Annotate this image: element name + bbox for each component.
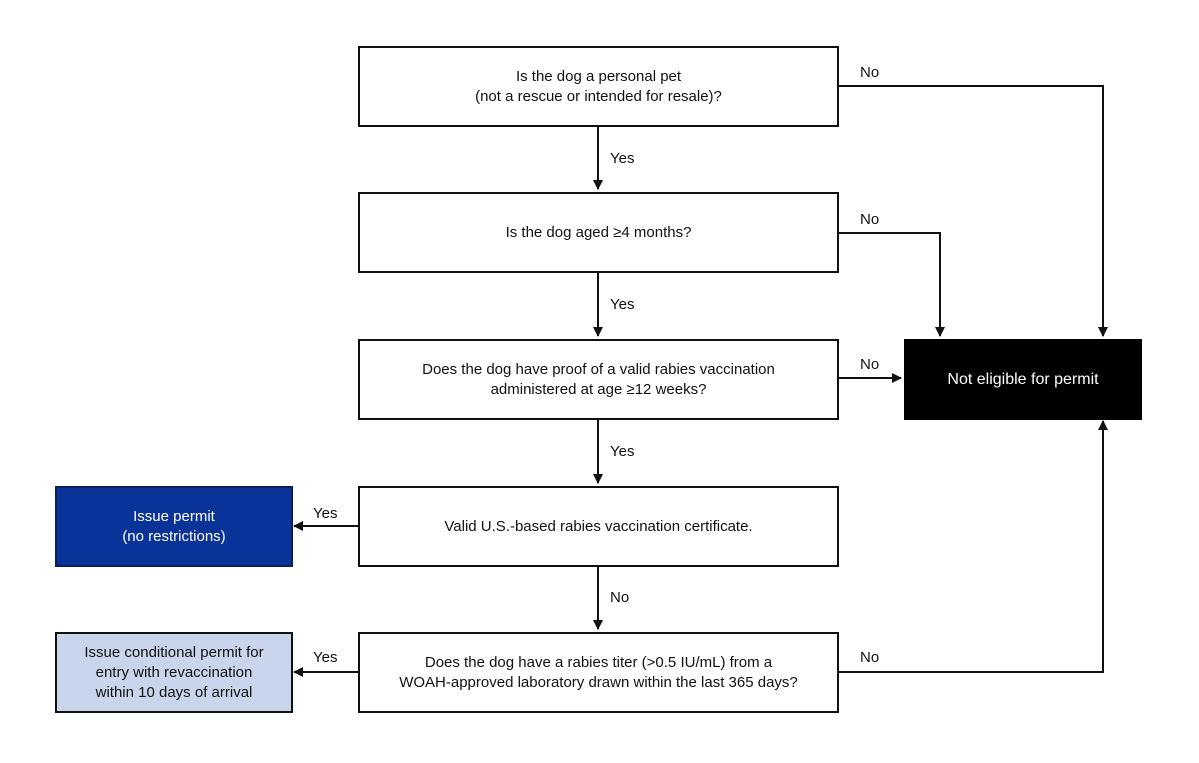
- outcome-not-eligible: Not eligible for permit: [904, 339, 1142, 420]
- edge-label-age-yes: Yes: [610, 296, 635, 313]
- edge-label-us-yes: Yes: [313, 505, 338, 522]
- arrow-pet-no: [838, 85, 1108, 337]
- question-rabies-vaccination-line-2: administered at age ≥12 weeks?: [490, 380, 707, 398]
- question-rabies-titer-line-2: WOAH-approved laboratory drawn within th…: [399, 673, 798, 691]
- question-rabies-titer: Does the dog have a rabies titer (>0.5 I…: [358, 632, 839, 713]
- arrow-age-no: [838, 232, 945, 337]
- question-us-certificate-line-1: Valid U.S.-based rabies vaccination cert…: [444, 517, 753, 535]
- question-dog-age: Is the dog aged ≥4 months?: [358, 192, 839, 273]
- question-dog-age-line-1: Is the dog aged ≥4 months?: [505, 223, 692, 241]
- question-us-certificate: Valid U.S.-based rabies vaccination cert…: [358, 486, 839, 567]
- edge-label-pet-yes: Yes: [610, 150, 635, 167]
- edge-label-vax-yes: Yes: [610, 443, 635, 460]
- outcome-issue-permit: Issue permit (no restrictions): [55, 486, 293, 567]
- question-personal-pet-line-2: (not a rescue or intended for resale)?: [475, 87, 722, 105]
- edge-label-titer-no: No: [860, 649, 880, 666]
- outcome-conditional-permit-line-2: entry with revaccination: [95, 663, 253, 681]
- edge-label-us-no: No: [610, 589, 630, 606]
- question-personal-pet-line-1: Is the dog a personal pet: [515, 67, 682, 85]
- question-rabies-vaccination-line-1: Does the dog have proof of a valid rabie…: [422, 360, 775, 378]
- edge-label-vax-no: No: [860, 356, 880, 373]
- outcome-issue-permit-line-2: (no restrictions): [122, 527, 226, 545]
- outcome-conditional-permit: Issue conditional permit for entry with …: [55, 632, 293, 713]
- outcome-conditional-permit-line-1: Issue conditional permit for: [84, 643, 264, 661]
- question-rabies-vaccination: Does the dog have proof of a valid rabie…: [358, 339, 839, 420]
- edge-label-age-no: No: [860, 211, 880, 228]
- arrow-titer-no: [838, 420, 1108, 673]
- edge-label-titer-yes: Yes: [313, 649, 338, 666]
- outcome-not-eligible-label: Not eligible for permit: [947, 370, 1099, 388]
- outcome-conditional-permit-line-3: within 10 days of arrival: [95, 683, 253, 701]
- edge-label-pet-no: No: [860, 64, 880, 81]
- outcome-issue-permit-line-1: Issue permit: [133, 507, 215, 525]
- question-rabies-titer-line-1: Does the dog have a rabies titer (>0.5 I…: [424, 653, 773, 671]
- question-personal-pet: Is the dog a personal pet (not a rescue …: [358, 46, 839, 127]
